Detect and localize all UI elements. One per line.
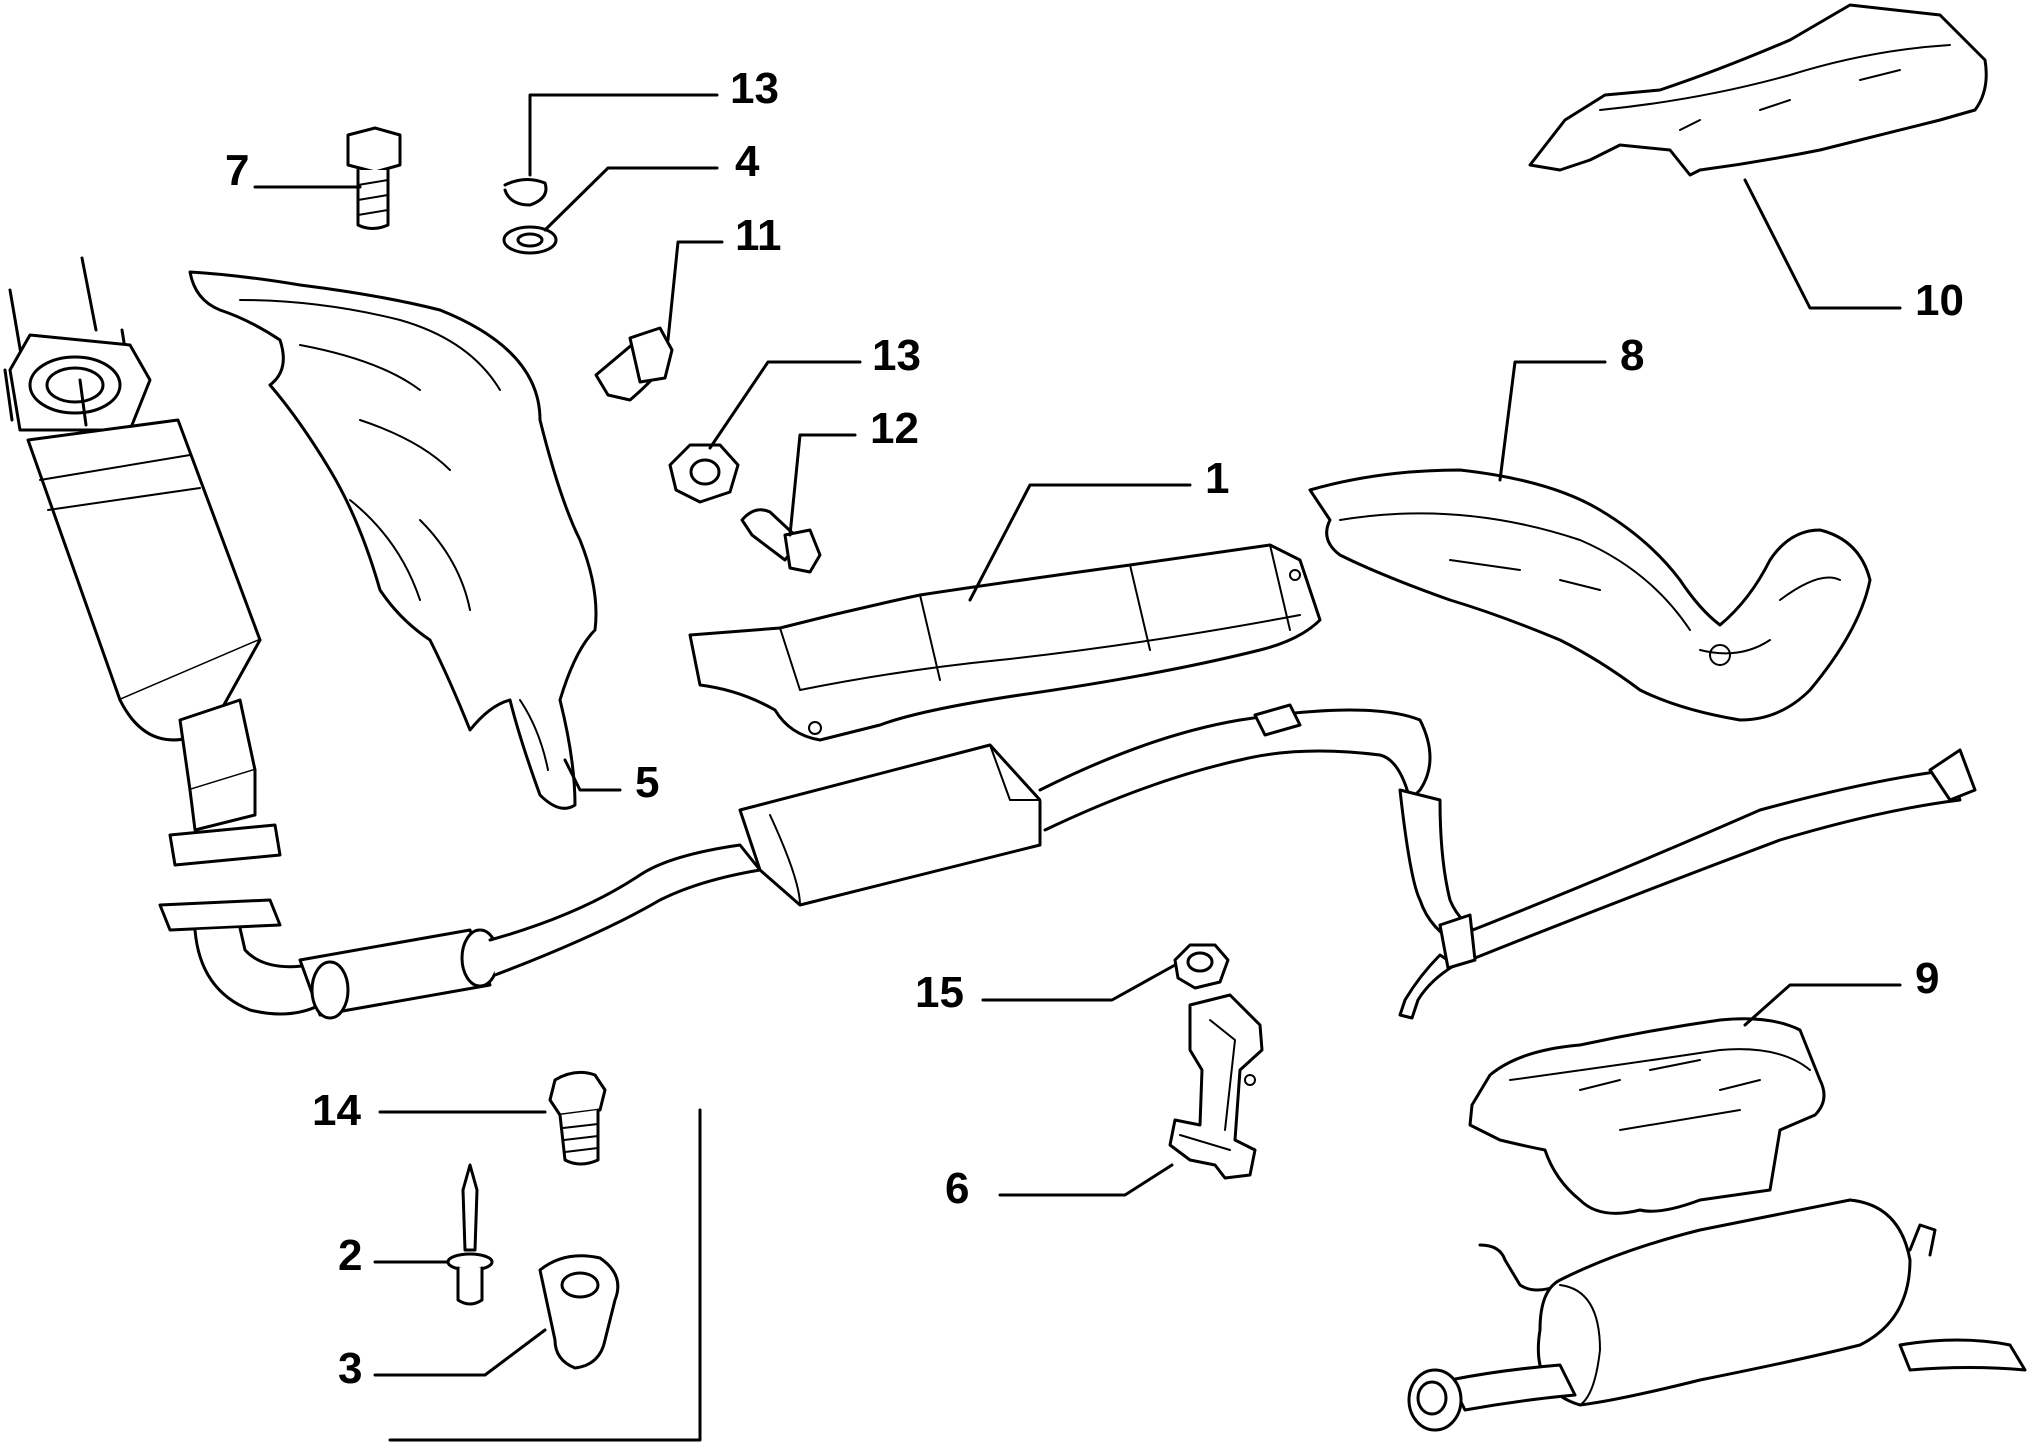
callout-4: 4 <box>735 137 760 186</box>
callout-14: 14 <box>312 1086 361 1135</box>
callout-13a: 13 <box>730 64 779 113</box>
callout-13b: 13 <box>872 331 921 380</box>
heat-shield-5 <box>188 270 598 810</box>
kit-bracket-line <box>388 1108 702 1442</box>
bolt-14 <box>548 1070 607 1166</box>
callout-labels: 7 13 4 11 13 12 1 8 10 5 15 9 14 2 6 3 <box>225 64 1964 1393</box>
callout-12: 12 <box>870 404 919 453</box>
stud-12 <box>740 508 822 574</box>
rear-muffler <box>1407 1198 2027 1432</box>
heat-shield-1 <box>688 543 1322 742</box>
nut-15 <box>1173 943 1230 990</box>
nut-13-middle <box>668 443 740 504</box>
callout-11: 11 <box>735 211 782 260</box>
heat-shield-10 <box>1528 3 1988 177</box>
bolt-11 <box>594 326 674 402</box>
callout-5: 5 <box>635 758 659 807</box>
callout-10: 10 <box>1915 276 1964 325</box>
callout-2: 2 <box>338 1231 362 1280</box>
exhaust-pipe <box>158 703 1977 1020</box>
callout-3: 3 <box>338 1344 362 1393</box>
callout-7: 7 <box>225 146 249 195</box>
rivet-2 <box>446 1163 494 1306</box>
grommet-3 <box>538 1254 620 1370</box>
clip-13-top <box>503 178 548 207</box>
leader-lines <box>253 93 1902 1377</box>
callout-1: 1 <box>1205 454 1229 503</box>
heat-shield-9 <box>1468 1017 1826 1215</box>
callout-15: 15 <box>915 968 964 1017</box>
callout-6: 6 <box>945 1164 969 1213</box>
catalytic-converter <box>3 256 282 867</box>
bolt-7 <box>346 126 402 230</box>
washer-4 <box>502 225 558 255</box>
heat-shield-8 <box>1308 468 1872 722</box>
bracket-6 <box>1168 993 1264 1180</box>
callout-9: 9 <box>1915 954 1939 1003</box>
callout-8: 8 <box>1620 331 1644 380</box>
